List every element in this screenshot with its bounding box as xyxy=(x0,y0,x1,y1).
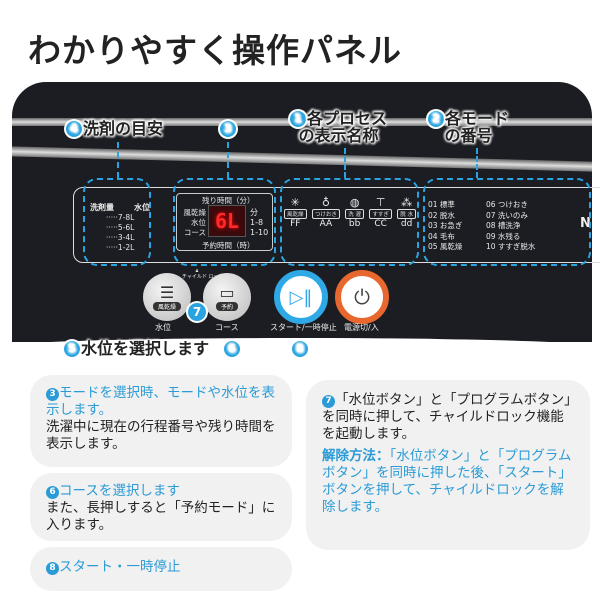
detergent-guide-box xyxy=(83,178,151,266)
detergent-guide: 洗剤量 水位 ·····7-8L ·····5-6L ·····3-4L ····… xyxy=(90,202,150,253)
lock-icon: 🔒︎ xyxy=(195,268,199,274)
mode-item: 10 すすぎ脱水 xyxy=(486,242,536,251)
laptop-icon: ▭ xyxy=(219,283,235,302)
display-left-labels: 風乾燥水位コース xyxy=(183,208,207,237)
detergent-row: ·····3-4L xyxy=(106,233,135,242)
leader-line xyxy=(227,142,229,178)
chrome-stripe xyxy=(12,145,592,173)
detergent-header: 洗剤量 xyxy=(90,203,114,212)
brand-fragment: N xyxy=(580,216,591,231)
water-level-header: 水位 xyxy=(134,203,150,212)
mode-item: 06 つけおき xyxy=(486,200,528,209)
start-pause-button[interactable]: ▷‖ xyxy=(274,270,328,324)
mode-item: 02 脱水 xyxy=(428,210,455,220)
callout-3: 3 xyxy=(220,120,237,137)
mode-item: 08 槽洗浄 xyxy=(486,221,521,230)
sparkle-icon: ✳ xyxy=(290,196,300,209)
mode-list: 01 標準 02 脱水 03 お急ぎ 04 毛布 05 風乾燥 06 つけおき … xyxy=(428,199,588,252)
process-code: AA xyxy=(319,219,333,229)
water-button-label: 水位 xyxy=(155,323,171,332)
course-button-label: コース xyxy=(215,323,239,332)
leader-line xyxy=(117,142,119,178)
process-label: すすぎ xyxy=(369,209,392,219)
process-label: つけおき xyxy=(311,209,340,219)
time-display xyxy=(176,193,273,251)
display-box xyxy=(173,178,276,266)
mode-item: 01 標準 xyxy=(428,200,455,209)
process-code: CC xyxy=(374,219,387,229)
child-lock-label: 🔒︎チャイルド ロック xyxy=(182,268,224,280)
mode-item: 04 毛布 xyxy=(428,231,455,241)
course-button-sublabel: 予約 xyxy=(215,302,238,311)
course-button[interactable]: ▭予約 xyxy=(203,273,251,321)
reservation-time-label: 予約時間（時） xyxy=(202,241,255,250)
process-label: 脱 水 xyxy=(397,209,416,219)
mode-box xyxy=(423,178,591,266)
callout-6: 6 xyxy=(224,340,241,357)
wash-icon: ◍ xyxy=(349,196,360,209)
info-card-child-lock: 7「水位ボタン」と「プログラムボタン」を同時に押して、チャイルドロック機能を起動… xyxy=(306,380,590,550)
process-label: 洗 濯 xyxy=(345,209,364,219)
mode-item: 09 水残る xyxy=(486,231,521,241)
process-code: FF xyxy=(290,219,301,229)
detergent-row: ·····7-8L xyxy=(106,213,135,222)
callout-7-badge: 7 xyxy=(188,303,206,321)
detergent-row: ·····1-2L xyxy=(106,243,135,252)
mode-item: 03 お急ぎ xyxy=(428,221,463,230)
page-title: わかりやすく操作パネル xyxy=(28,31,402,70)
power-button-label: 電源切/入 xyxy=(344,323,379,332)
leader-line xyxy=(476,148,478,178)
display-frame xyxy=(73,187,600,263)
remaining-time-label: 残り時間（分） xyxy=(202,196,255,205)
led-readout: 6L xyxy=(208,205,246,237)
process-box xyxy=(280,178,419,266)
water-level-button[interactable]: ☰風乾燥 xyxy=(143,273,191,321)
mode-item: 07 洗いのみ xyxy=(486,210,528,220)
rinse-shirt-icon: ⊤ xyxy=(375,196,386,209)
callout-8: 8 xyxy=(292,340,309,357)
water-button-sublabel: 風乾燥 xyxy=(152,302,181,311)
detergent-row: ·····5-6L xyxy=(106,223,135,232)
mode-item: 05 風乾燥 xyxy=(428,242,463,251)
soak-bucket-icon: ♁ xyxy=(321,196,330,209)
start-button-label: スタート/一時停止 xyxy=(270,323,337,332)
spin-icon: ⁂ xyxy=(401,196,413,209)
leader-line xyxy=(344,148,346,178)
water-tank-icon: ☰ xyxy=(159,283,175,302)
power-button[interactable]: ⏻ xyxy=(335,270,389,324)
power-icon: ⏻ xyxy=(354,285,370,309)
process-label: 風乾燥 xyxy=(284,209,307,219)
process-code: dd xyxy=(400,219,413,229)
process-code: bb xyxy=(348,219,361,229)
play-pause-icon: ▷‖ xyxy=(289,286,313,308)
